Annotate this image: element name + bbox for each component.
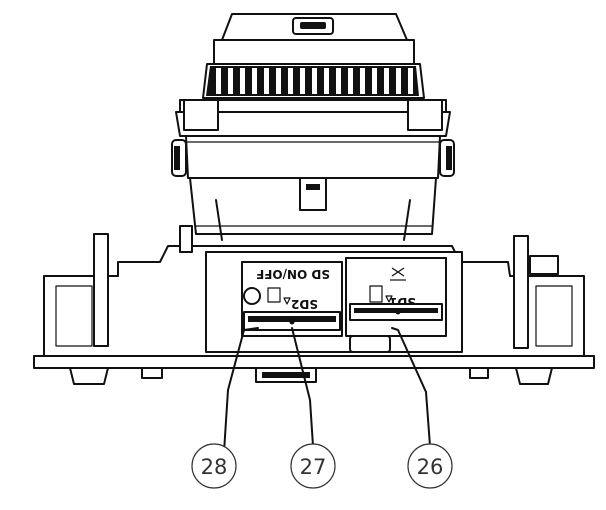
callout-number: 27 <box>300 455 327 479</box>
leader-line-27 <box>291 327 314 447</box>
lower-shell <box>189 177 437 241</box>
heatsink-fin <box>228 68 233 94</box>
heatsink-fin <box>216 68 221 94</box>
heatsink-fin <box>336 68 341 94</box>
heatsink-fin <box>264 68 269 94</box>
sd-card-icon <box>267 287 281 303</box>
callout-26: 26 <box>407 443 453 489</box>
heatsink-fin <box>252 68 257 94</box>
heatsink-fin <box>396 68 401 94</box>
sd2-slot-panel: SD ON/OFF SD2 <box>241 261 343 337</box>
leader-line-26 <box>391 327 431 447</box>
top-cap <box>213 13 415 65</box>
callout-number: 26 <box>417 455 444 479</box>
callout-27: 27 <box>290 443 336 489</box>
triangle-icon <box>385 295 393 303</box>
triangle-icon <box>283 297 291 305</box>
sd1-slot-panel: SD1 <box>345 257 447 337</box>
heatsink-fin <box>348 68 353 94</box>
heatsink-fin <box>300 68 305 94</box>
callout-number: 28 <box>201 455 228 479</box>
heatsink-fin <box>408 68 413 94</box>
sd-onoff-label: SD ON/OFF <box>256 267 330 281</box>
heatsink-fin <box>276 68 281 94</box>
card-lock-icon <box>390 267 406 281</box>
heatsink-fins <box>202 63 425 99</box>
heatsink-fin <box>324 68 329 94</box>
heatsink-fin <box>360 68 365 94</box>
leader-line-28 <box>223 327 259 453</box>
heatsink-fin <box>312 68 317 94</box>
dome-body <box>171 99 455 179</box>
sd2-label: SD2 <box>291 297 318 311</box>
heatsink-fin <box>372 68 377 94</box>
leader-lines <box>223 327 431 453</box>
heatsink-fin <box>240 68 245 94</box>
heatsink-fin <box>288 68 293 94</box>
sd-card-icon <box>369 285 383 303</box>
sd-onoff-switch[interactable] <box>243 287 261 305</box>
callout-28: 28 <box>191 443 237 489</box>
heatsink-fin <box>384 68 389 94</box>
